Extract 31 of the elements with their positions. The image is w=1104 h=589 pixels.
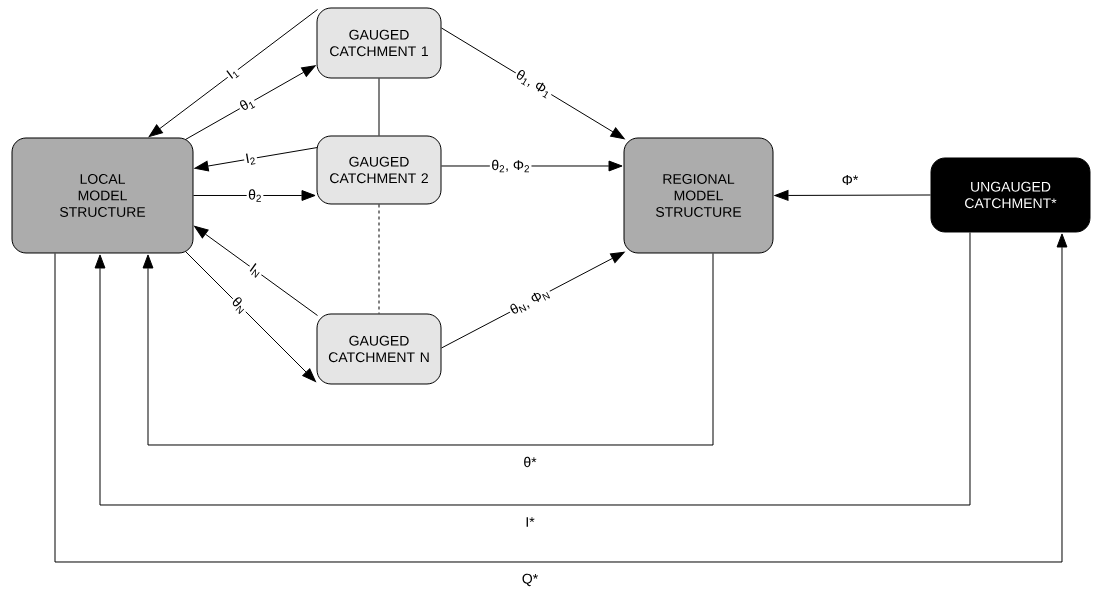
edge-label: θ* xyxy=(521,455,539,469)
arrow xyxy=(142,253,714,446)
edge-label: θ$_{2}$ xyxy=(246,187,264,204)
catchment-box: GAUGED CATCHMENT N xyxy=(316,313,442,385)
edge-label: θ$_{2}$, Φ$_{2}$ xyxy=(489,158,532,174)
edge-label: θ$_{1}$ xyxy=(236,93,259,116)
edge-label: I$_{N}$ xyxy=(245,260,266,281)
arrow xyxy=(194,225,318,316)
edge-label: I$_{1}$ xyxy=(223,63,243,84)
arrow xyxy=(148,9,318,138)
arrow xyxy=(194,147,318,172)
model-box: LOCAL MODEL STRUCTURE xyxy=(11,137,194,254)
arrow xyxy=(54,233,1068,563)
catchment-box: GAUGED CATCHMENT 1 xyxy=(316,7,442,79)
edge-label: θ$_{1}$, Φ$_{1}$ xyxy=(511,66,556,102)
edge-label: I$_{2}$ xyxy=(243,150,259,168)
catchment-box: GAUGED CATCHMENT 2 xyxy=(316,135,442,205)
connector-line xyxy=(378,78,380,136)
edge-label: θ$_{N}$ xyxy=(227,293,252,318)
edge-label: Φ* xyxy=(840,173,860,187)
connector-line xyxy=(378,204,380,314)
arrow xyxy=(774,190,931,201)
arrow xyxy=(94,232,971,506)
catchment-box: UNGAUGED CATCHMENT* xyxy=(930,157,1091,233)
arrow xyxy=(185,251,316,382)
arrow xyxy=(185,65,316,140)
edge-label: I* xyxy=(523,515,537,529)
arrow xyxy=(193,190,316,201)
edge-label: Q* xyxy=(520,572,540,588)
edge-label: θ$_{N}$, Φ$_{N}$ xyxy=(506,284,554,319)
model-box: REGIONAL MODEL STRUCTURE xyxy=(623,137,774,254)
